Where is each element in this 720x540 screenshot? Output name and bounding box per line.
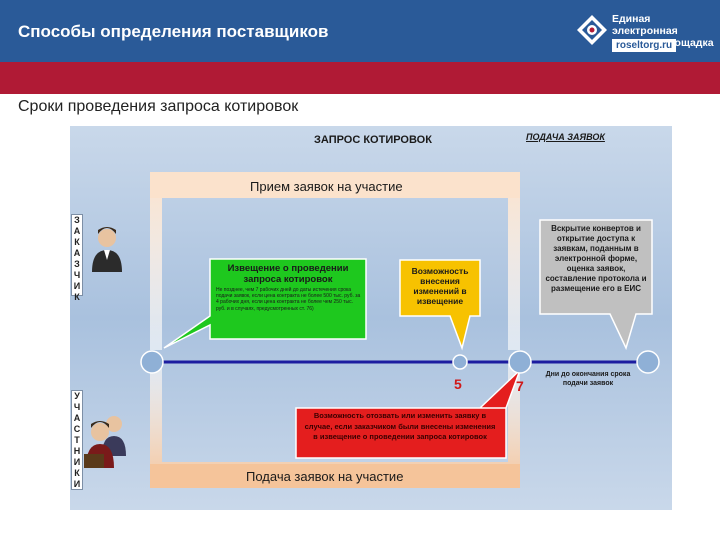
customer-person-icon [92, 227, 122, 272]
timeline-start-node [140, 350, 164, 374]
participants-vertical-text: УЧАСТНИКИ [73, 391, 81, 489]
roseltorg-logo: Единая электронная торговая площадка ros… [576, 10, 716, 56]
header: Способы определения поставщиков Единая э… [0, 0, 720, 62]
customer-vertical-text: ЗАКАЗЧИК [73, 215, 81, 302]
days-7-label: 7 [516, 378, 524, 394]
timeline-node-7 [508, 350, 532, 374]
logo-icon [577, 15, 607, 45]
withdraw-callout [295, 369, 521, 459]
priem-header-bg [150, 172, 520, 198]
diagram-title-right: ПОДАЧА ЗАЯВОК [526, 132, 605, 142]
logo-line1: Единая электронная [612, 13, 678, 37]
days-5-label: 5 [454, 376, 462, 392]
podacha-label: Подача заявок на участие [246, 469, 404, 484]
priem-label: Прием заявок на участие [250, 179, 403, 194]
opening-text: Вскрытие конвертов и открытие доступа к … [545, 224, 647, 293]
page-subtitle: Сроки проведения запроса котировок [18, 98, 299, 115]
opening-callout [539, 219, 653, 351]
customer-vertical-label: ЗАКАЗЧИК [71, 214, 83, 302]
participants-vertical-label: УЧАСТНИКИ [71, 390, 83, 490]
notice-title: Извещение о проведении запроса котировок [227, 263, 349, 285]
changes-callout [399, 259, 481, 351]
notice-body: Не позднее, чем 7 рабочих дней до даты и… [216, 287, 361, 312]
changes-text: Возможность внесения изменений в извещен… [411, 266, 469, 306]
withdraw-text: Возможность отозвать или изменить заявку… [304, 411, 496, 441]
logo-url: roseltorg.ru [612, 39, 677, 52]
participants-people-icon [84, 416, 126, 468]
timeline-end-node [636, 350, 660, 374]
notice-callout [163, 258, 367, 349]
timeline-node-5 [452, 354, 468, 370]
quotation-timeline-diagram: ЗАПРОС КОТИРОВОК ПОДАЧА ЗАЯВОК Прием зая… [70, 126, 672, 510]
slide-title: Способы определения поставщиков [18, 22, 329, 41]
accent-bar [0, 62, 720, 94]
deadline-label: Дни до окончания срока подачи заявок [545, 371, 631, 387]
podacha-header-bg [150, 464, 520, 488]
diagram-canvas [70, 126, 672, 510]
diagram-title-left: ЗАПРОС КОТИРОВОК [314, 134, 432, 146]
